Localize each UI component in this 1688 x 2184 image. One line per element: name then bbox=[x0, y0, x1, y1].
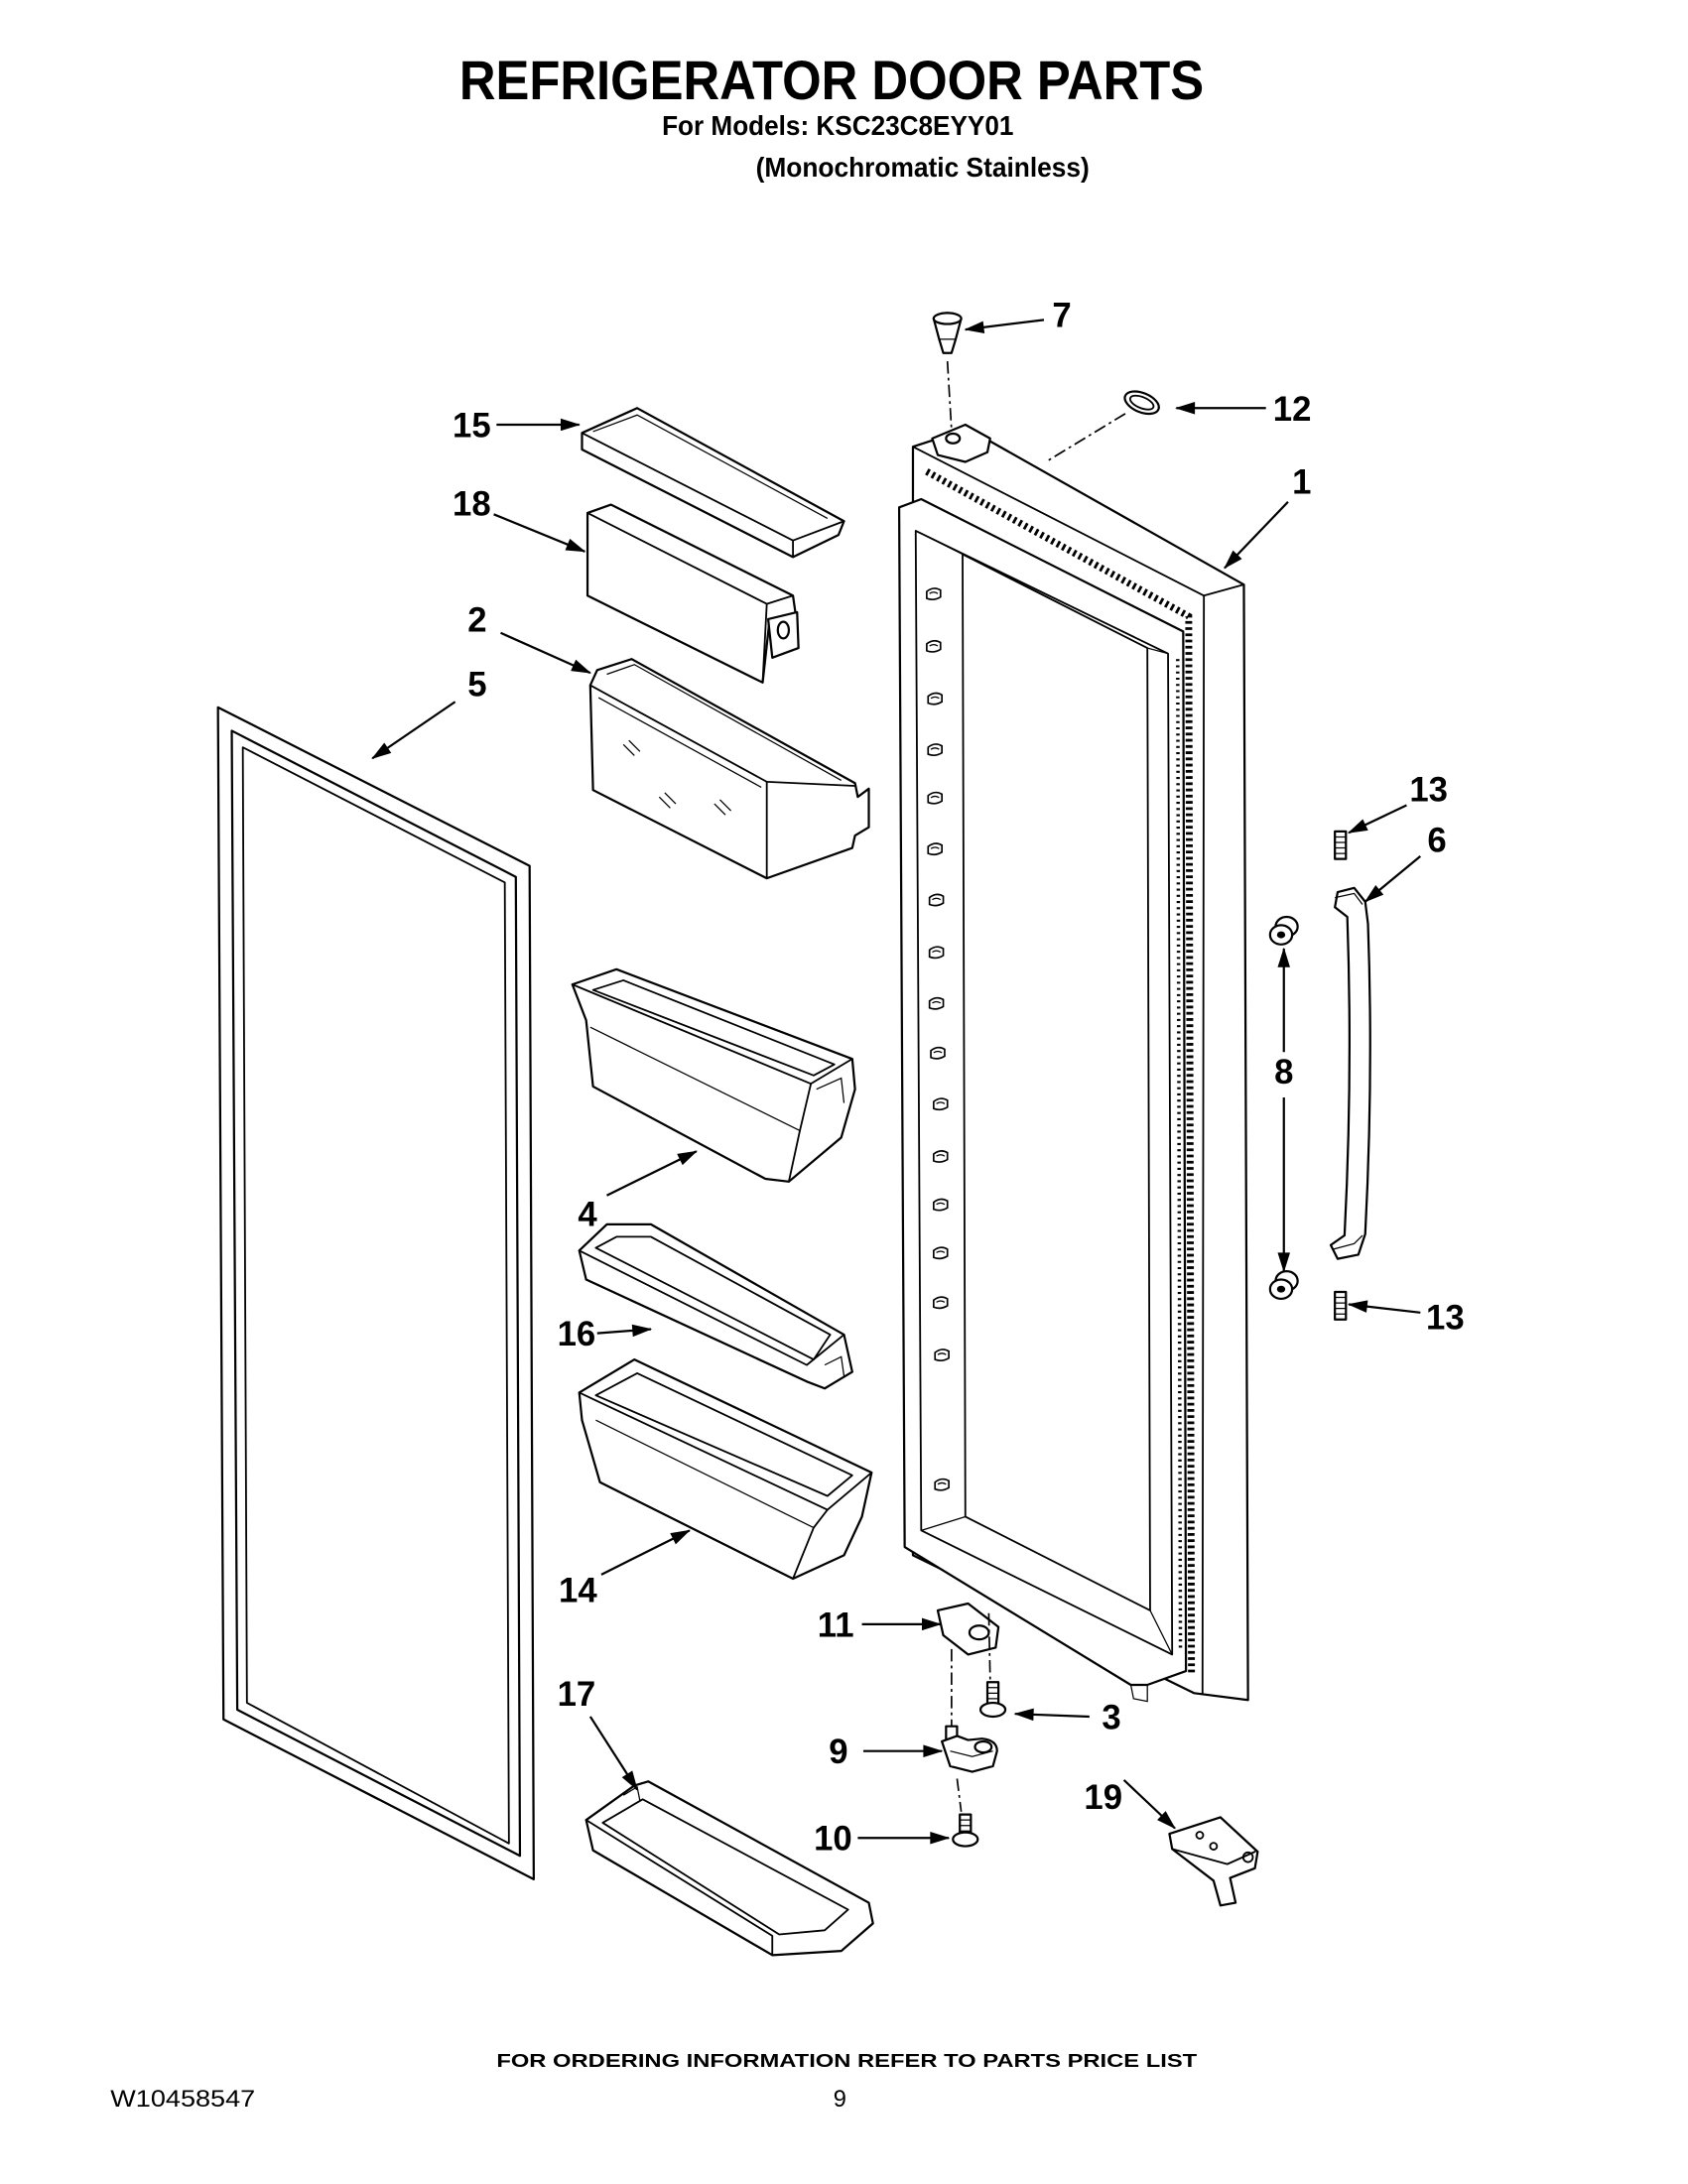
leader-arrow-7 bbox=[964, 319, 1045, 334]
shelf-support-bump bbox=[931, 1048, 945, 1059]
leader-arrow-13-top bbox=[1347, 804, 1407, 835]
callout-8: 8 bbox=[1274, 1054, 1293, 1092]
variant-line: (Monochromatic Stainless) bbox=[756, 152, 1090, 183]
dairy-bin bbox=[588, 658, 870, 880]
shelf-support-bump bbox=[928, 843, 942, 854]
callout-6: 6 bbox=[1427, 823, 1446, 860]
leader-arrows bbox=[371, 319, 1422, 1845]
assembly-line bbox=[946, 361, 953, 431]
callout-13-top: 13 bbox=[1409, 771, 1448, 809]
page-number: 9 bbox=[834, 2087, 846, 2113]
leader-arrow-19 bbox=[1122, 1779, 1176, 1830]
shelf-support-bump bbox=[930, 894, 944, 905]
door-tray-shallow bbox=[578, 1222, 853, 1390]
refrigerator-door bbox=[897, 423, 1249, 1703]
shelf-support-bump bbox=[935, 1479, 949, 1490]
callout-5: 5 bbox=[467, 667, 486, 705]
assembly-line bbox=[1047, 413, 1126, 461]
door-gasket bbox=[216, 706, 535, 1881]
hinge-bushing bbox=[932, 312, 963, 354]
shelf-support-bump bbox=[928, 694, 942, 705]
callout-11: 11 bbox=[818, 1606, 854, 1644]
leader-arrow-13-bottom bbox=[1347, 1300, 1421, 1314]
door-handle bbox=[1329, 886, 1371, 1260]
leader-arrow-4 bbox=[606, 1150, 698, 1197]
assembly-line bbox=[956, 1778, 963, 1812]
leader-arrow-16 bbox=[596, 1324, 653, 1338]
leader-arrow-5 bbox=[371, 701, 456, 760]
leader-arrow-6 bbox=[1363, 855, 1422, 903]
shelf-support-bump bbox=[927, 641, 941, 652]
callout-12: 12 bbox=[1273, 391, 1312, 429]
top-hinge-plate bbox=[931, 423, 991, 463]
callout-4: 4 bbox=[578, 1196, 597, 1233]
models-line: For Models: KSC23C8EYY01 bbox=[662, 110, 1013, 141]
hinge-mount-screw bbox=[952, 1813, 979, 1848]
shelf-support-bump bbox=[934, 1247, 948, 1258]
leader-arrow-18 bbox=[493, 513, 586, 553]
leader-arrow-1 bbox=[1224, 501, 1289, 570]
hole-plug bbox=[1123, 390, 1160, 416]
door-bin-small bbox=[571, 967, 856, 1183]
door-bin-large bbox=[578, 1357, 873, 1581]
shelf-support-bump bbox=[935, 1349, 949, 1360]
shelf-support-bump bbox=[934, 1151, 948, 1162]
shelf-cover bbox=[581, 407, 845, 559]
callout-9: 9 bbox=[829, 1734, 847, 1771]
document-number: W10458547 bbox=[110, 2087, 255, 2113]
leader-arrow-14 bbox=[600, 1529, 691, 1576]
callout-14: 14 bbox=[559, 1573, 597, 1610]
handle-screw-bottom bbox=[1334, 1290, 1348, 1321]
shelf-front-panel bbox=[585, 503, 800, 684]
leader-arrow-3 bbox=[1013, 1708, 1090, 1722]
door-tray-bottom bbox=[584, 1780, 874, 1957]
callout-7: 7 bbox=[1052, 297, 1071, 334]
callout-17: 17 bbox=[558, 1676, 596, 1714]
callout-1: 1 bbox=[1292, 463, 1311, 501]
hinge-cover-bracket bbox=[1168, 1816, 1259, 1907]
callout-16: 16 bbox=[558, 1316, 596, 1353]
hinge-screw bbox=[978, 1681, 1007, 1719]
shelf-support-bump bbox=[930, 998, 944, 1009]
callout-labels: 7 12 1 15 18 2 5 13 6 8 13 4 16 14 11 3 … bbox=[453, 297, 1465, 1858]
ordering-note: FOR ORDERING INFORMATION REFER TO PARTS … bbox=[496, 2050, 1198, 2071]
handle-spacer-bottom bbox=[1268, 1270, 1299, 1301]
callout-18: 18 bbox=[453, 486, 491, 524]
assembly-line bbox=[987, 1612, 991, 1680]
leader-arrow-17 bbox=[588, 1716, 639, 1791]
callout-2: 2 bbox=[467, 601, 486, 639]
handle-screw-top bbox=[1334, 830, 1348, 860]
shelf-support-bump bbox=[934, 1297, 948, 1308]
hinge-plate-lower bbox=[936, 1602, 1000, 1656]
shelf-support-bump bbox=[927, 588, 941, 599]
callout-13-bottom: 13 bbox=[1426, 1299, 1465, 1337]
callout-3: 3 bbox=[1102, 1699, 1120, 1736]
callout-10: 10 bbox=[814, 1821, 852, 1859]
callout-15: 15 bbox=[453, 407, 491, 445]
shelf-support-bump bbox=[928, 793, 942, 804]
shelf-support-bump bbox=[928, 744, 942, 755]
handle-spacer-top bbox=[1268, 915, 1299, 946]
shelf-support-bump bbox=[930, 947, 944, 958]
shelf-support-bump bbox=[934, 1098, 948, 1109]
callout-19: 19 bbox=[1084, 1779, 1122, 1817]
page-title: REFRIGERATOR DOOR PARTS bbox=[459, 50, 1204, 111]
bottom-hinge bbox=[941, 1725, 998, 1773]
leader-arrow-2 bbox=[500, 631, 591, 675]
shelf-support-bump bbox=[934, 1199, 948, 1210]
